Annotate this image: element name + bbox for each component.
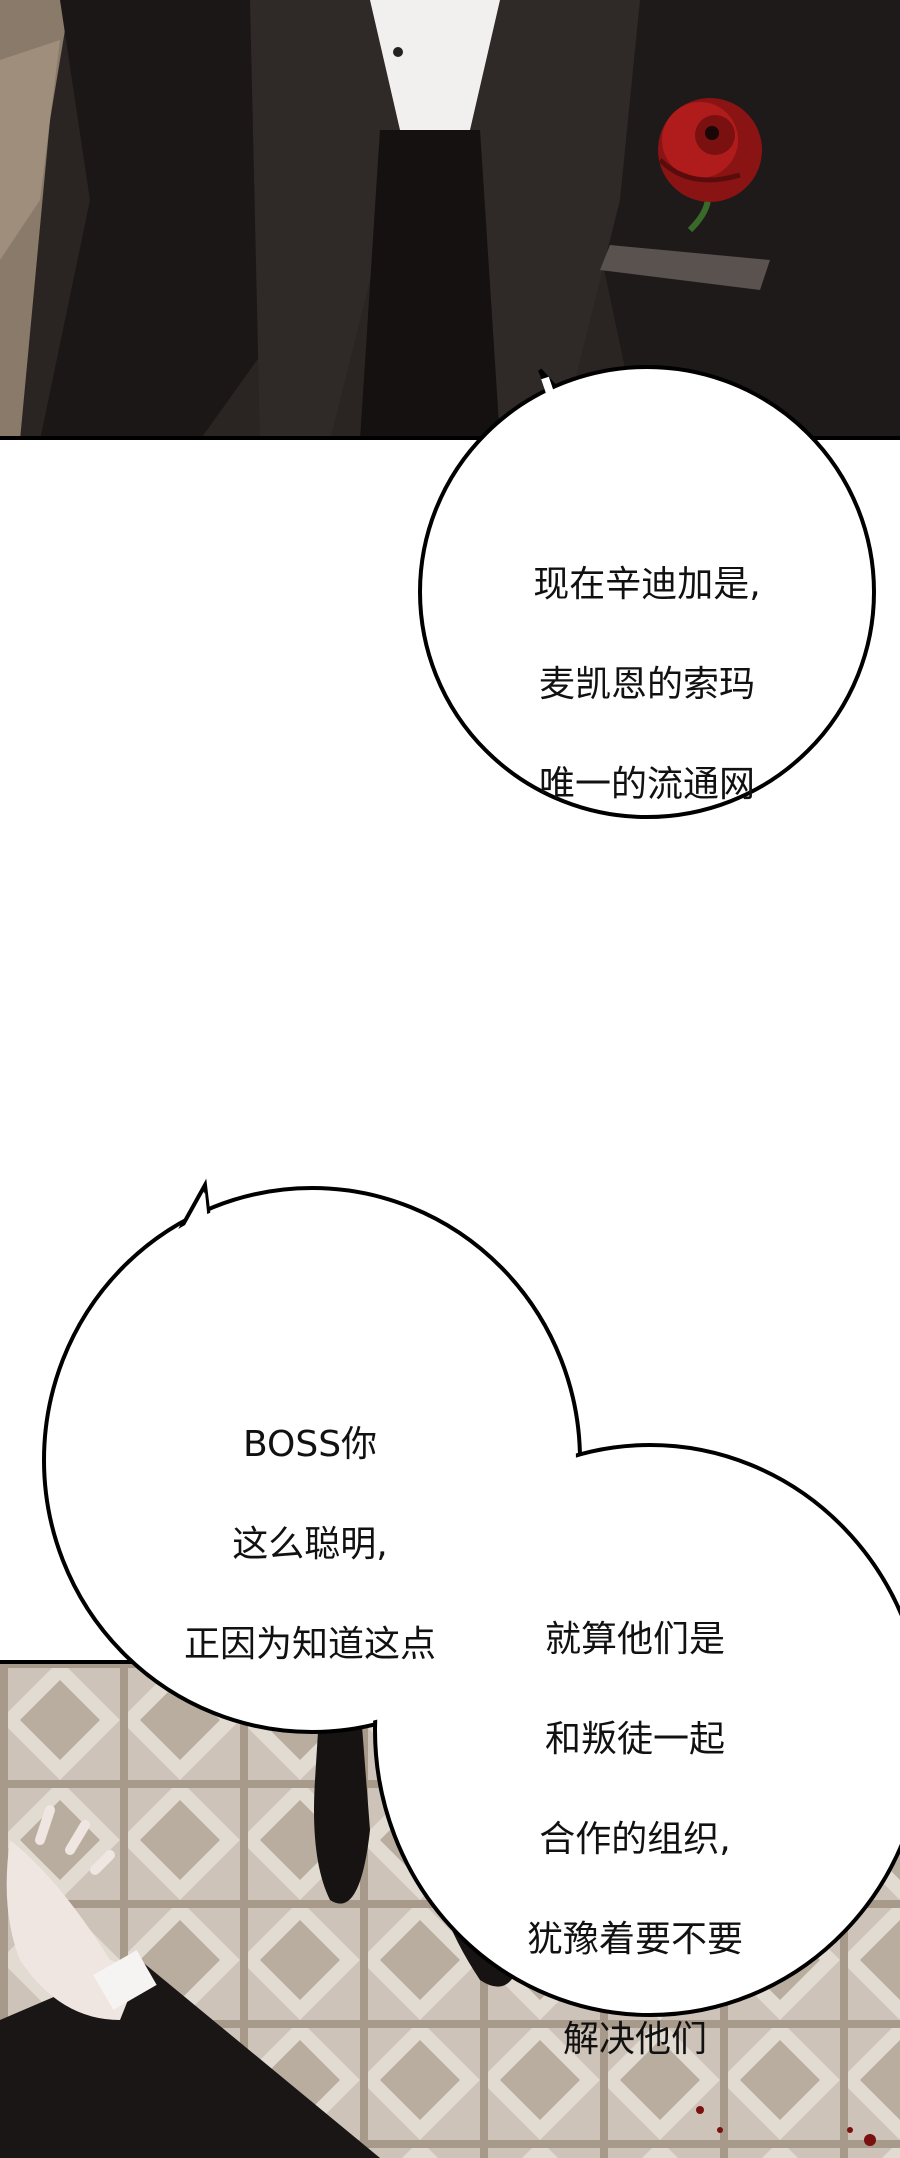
suit-illustration bbox=[0, 0, 900, 440]
speech-bubble-1 bbox=[418, 365, 876, 819]
bubble-2-text: BOSS你 这么聪明, 正因为知道这点 bbox=[120, 1370, 500, 1720]
top-panel-suit-illustration bbox=[0, 0, 900, 440]
bubble-2-line-2: 这么聪明, bbox=[232, 1524, 388, 1565]
bubble-3-text: 就算他们是 和叛徒一起 合作的组织, 犹豫着要不要 解决他们 bbox=[460, 1565, 810, 2115]
bubble-3-line-5: 解决他们 bbox=[562, 2019, 707, 2060]
bubble-3-line-4: 犹豫着要不要 bbox=[526, 1919, 743, 1960]
bubble-1-line-1: 现在辛迪加是, bbox=[533, 564, 761, 605]
bubble-3-line-2: 和叛徒一起 bbox=[544, 1719, 725, 1760]
bubble-1-text: 现在辛迪加是, 麦凯恩的索玛 唯一的流通网 bbox=[487, 510, 807, 860]
bubble-3-line-1: 就算他们是 bbox=[544, 1619, 725, 1660]
bubble-1-line-3: 唯一的流通网 bbox=[538, 764, 755, 805]
bubble-3-line-3: 合作的组织, bbox=[539, 1819, 731, 1860]
bubble-2-line-3: 正因为知道这点 bbox=[183, 1624, 436, 1665]
bubble-2-line-1: BOSS你 bbox=[242, 1424, 378, 1465]
bubble-1-line-2: 麦凯恩的索玛 bbox=[538, 664, 755, 705]
rose-icon bbox=[658, 98, 762, 233]
